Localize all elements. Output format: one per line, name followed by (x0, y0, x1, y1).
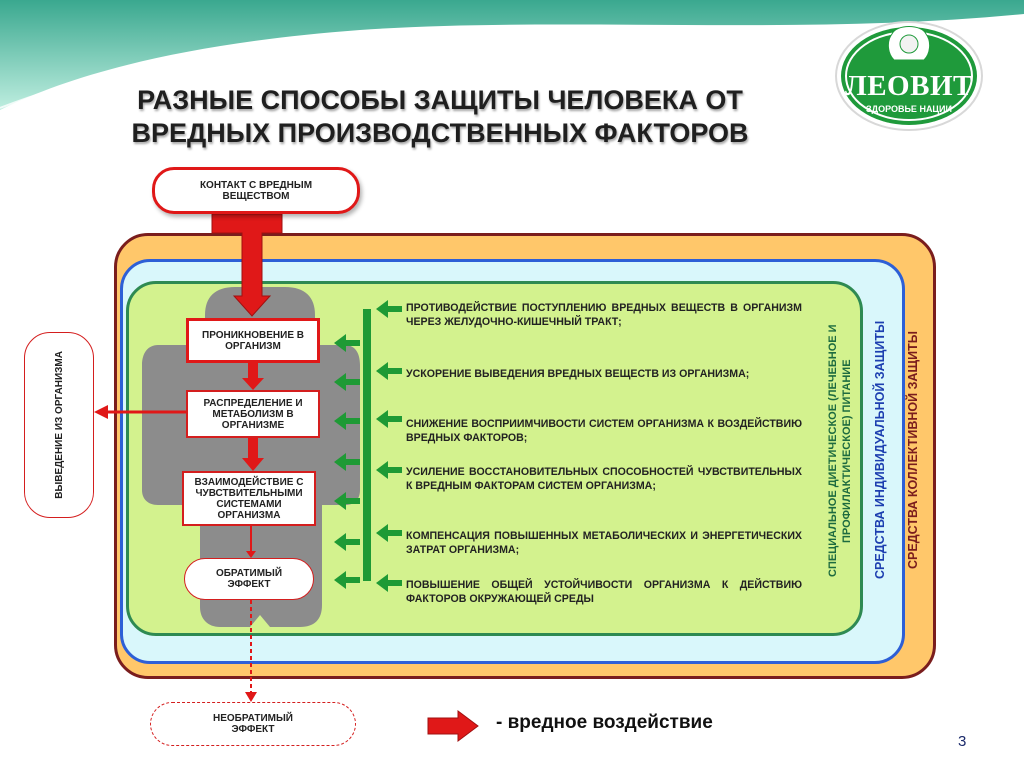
reversible-label: ОБРАТИМЫЙ ЭФФЕКТ (215, 568, 283, 590)
interaction-label: ВЗАИМОДЕЙСТВИЕ С ЧУВСТВИТЕЛЬНЫМИ СИСТЕМА… (194, 476, 304, 521)
measure-item: ПОВЫШЕНИЕ ОБЩЕЙ УСТОЙЧИВОСТИ ОРГАНИЗМА К… (406, 579, 802, 605)
measure-item: УСИЛЕНИЕ ВОССТАНОВИТЕЛЬНЫХ СПОСОБНОСТЕЙ … (406, 466, 802, 492)
measure-item: ПРОТИВОДЕЙСТВИЕ ПОСТУПЛЕНИЮ ВРЕДНЫХ ВЕЩЕ… (406, 302, 802, 328)
header-wave (0, 0, 1024, 110)
measure-item: УСКОРЕНИЕ ВЫВЕДЕНИЯ ВРЕДНЫХ ВЕЩЕСТВ ИЗ О… (406, 368, 750, 380)
measure-item: СНИЖЕНИЕ ВОСПРИИМЧИВОСТИ СИСТЕМ ОРГАНИЗМ… (406, 418, 802, 444)
irreversible-effect-box: НЕОБРАТИМЫЙ ЭФФЕКТ (150, 702, 356, 746)
penetration-label: ПРОНИКНОВЕНИЕ В ОРГАНИЗМ (202, 329, 304, 352)
irreversible-label: НЕОБРАТИМЫЙ ЭФФЕКТ (213, 713, 293, 735)
measure-item: КОМПЕНСАЦИЯ ПОВЫШЕННЫХ МЕТАБОЛИЧЕСКИХ И … (406, 530, 802, 556)
distribution-box: РАСПРЕДЕЛЕНИЕ И МЕТАБОЛИЗМ В ОРГАНИЗМЕ (186, 390, 320, 438)
logo-tagline: ЗДОРОВЬЕ НАЦИИ (866, 104, 952, 114)
excretion-box: ВЫВЕДЕНИЕ ИЗ ОРГАНИЗМА (24, 332, 94, 518)
title-line-1: РАЗНЫЕ СПОСОБЫ ЗАЩИТЫ ЧЕЛОВЕКА ОТ (137, 85, 743, 115)
penetration-box: ПРОНИКНОВЕНИЕ В ОРГАНИЗМ (186, 318, 320, 363)
contact-label: КОНТАКТ С ВРЕДНЫМ ВЕЩЕСТВОМ (199, 179, 313, 202)
excretion-label: ВЫВЕДЕНИЕ ИЗ ОРГАНИЗМА (53, 351, 65, 499)
logo-name: ЛЕОВИТ (845, 70, 973, 102)
contact-box: КОНТАКТ С ВРЕДНЫМ ВЕЩЕСТВОМ (152, 167, 360, 214)
reversible-effect-box: ОБРАТИМЫЙ ЭФФЕКТ (184, 558, 314, 600)
distribution-label: РАСПРЕДЕЛЕНИЕ И МЕТАБОЛИЗМ В ОРГАНИЗМЕ (203, 397, 303, 431)
title-line-2: ВРЕДНЫХ ПРОИЗВОДСТВЕННЫХ ФАКТОРОВ (131, 118, 749, 148)
leovit-logo (835, 21, 983, 131)
page-number: 3 (958, 733, 967, 750)
legend-label: - вредное воздействие (496, 712, 713, 733)
page-title: РАЗНЫЕ СПОСОБЫ ЗАЩИТЫ ЧЕЛОВЕКА ОТ ВРЕДНЫ… (0, 84, 880, 150)
interaction-box: ВЗАИМОДЕЙСТВИЕ С ЧУВСТВИТЕЛЬНЫМИ СИСТЕМА… (182, 471, 316, 526)
